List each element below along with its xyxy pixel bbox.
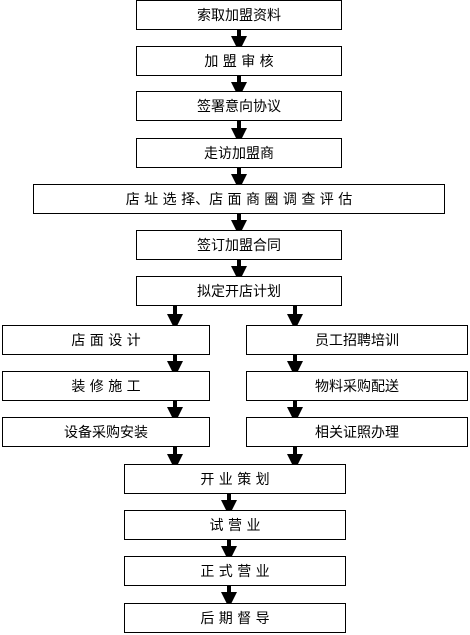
step-opening-planning: 开 业 策 划: [124, 464, 346, 494]
step-sign-intent: 签署意向协议: [136, 91, 342, 121]
step-renovation: 装 修 施 工: [2, 371, 210, 401]
step-formal-operation: 正 式 营 业: [124, 556, 346, 586]
step-franchise-review: 加 盟 审 核: [136, 46, 342, 76]
step-license-processing: 相关证照办理: [246, 417, 468, 447]
step-store-design: 店 面 设 计: [2, 325, 210, 355]
step-opening-plan: 拟定开店计划: [136, 276, 342, 306]
step-request-materials: 索取加盟资料: [136, 0, 342, 30]
step-material-delivery: 物料采购配送: [246, 371, 468, 401]
step-staff-training: 员工招聘培训: [246, 325, 468, 355]
step-trial-operation: 试 营 业: [124, 510, 346, 540]
step-equipment-install: 设备采购安装: [2, 417, 210, 447]
step-site-selection: 店 址 选 择、店 面 商 圈 调 查 评 估: [33, 184, 445, 214]
step-visit-franchisee: 走访加盟商: [136, 138, 342, 168]
step-supervision: 后 期 督 导: [124, 603, 346, 633]
step-sign-contract: 签订加盟合同: [136, 230, 342, 260]
